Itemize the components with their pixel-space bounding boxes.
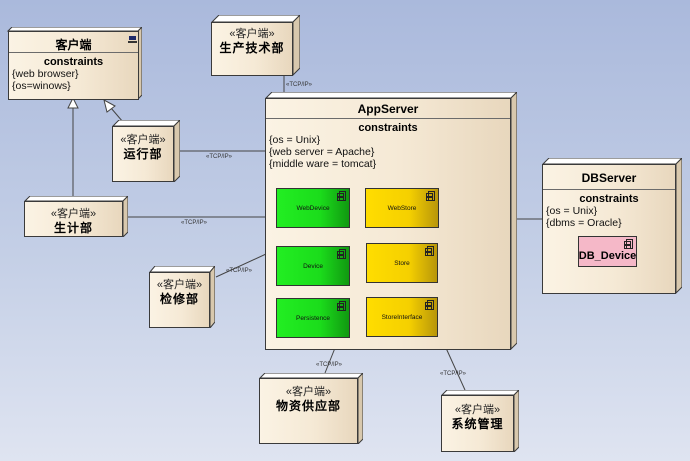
node-3d-frame <box>441 390 519 452</box>
node-supply[interactable]: «客户端» 物资供应部 <box>259 373 363 444</box>
node-title: 客户端 <box>9 32 138 53</box>
constraint-item: {dbms = Oracle} <box>546 217 622 229</box>
component-device[interactable]: Device <box>276 246 350 286</box>
component-icon <box>624 239 633 249</box>
constraints-title: constraints <box>43 56 104 68</box>
tcp-label: «TCP/IP» <box>226 268 253 274</box>
component-webstore[interactable]: WebStore <box>365 188 439 228</box>
tcp-label: «TCP/IP» <box>181 220 208 226</box>
node-operations[interactable]: «客户端» 运行部 <box>112 120 180 182</box>
component-label: WebStore <box>387 204 417 212</box>
node-name: 物资供应部 <box>275 399 341 413</box>
node-name: 系统管理 <box>451 417 504 431</box>
node-title: AppServer <box>266 99 510 119</box>
node-production-tech[interactable]: «客户端» 生产技术部 <box>210 15 300 76</box>
node-stereotype: «客户端» <box>156 279 203 291</box>
node-3d-frame <box>542 158 682 294</box>
tcp-label: «TCP/IP» <box>206 154 233 160</box>
component-icon <box>337 301 346 311</box>
constraint-item: {os=winows} <box>12 80 71 92</box>
link-supply-appserver[interactable] <box>324 347 336 374</box>
node-stereotype: «客户端» <box>120 134 166 146</box>
component-label: StoreInterface <box>381 313 423 321</box>
node-3d-frame <box>259 373 363 444</box>
component-storeinterface[interactable]: StoreInterface <box>366 297 438 337</box>
computer-icon <box>128 36 137 43</box>
constraint-item: {web browser} <box>12 68 79 80</box>
component-icon <box>337 249 346 259</box>
node-name: 生产技术部 <box>219 41 285 55</box>
constraint-item: {os = Unix} <box>269 134 321 146</box>
component-label: Persistence <box>296 314 330 322</box>
node-title: DBServer <box>543 165 675 190</box>
node-maintenance[interactable]: «客户端» 检修部 <box>149 266 215 328</box>
node-planning[interactable]: «客户端» 生计部 <box>24 196 128 237</box>
constraint-item: {middle ware = tomcat} <box>269 158 377 170</box>
component-label: Store <box>394 259 410 267</box>
link-sysadmin-appserver[interactable] <box>445 347 466 391</box>
component-icon <box>426 191 435 201</box>
component-label: DB_Device <box>578 250 637 262</box>
node-name: 检修部 <box>159 292 199 306</box>
component-webdevice[interactable]: WebDevice <box>276 188 350 228</box>
component-persistence[interactable]: Persistence <box>276 298 350 338</box>
node-stereotype: «客户端» <box>229 28 275 40</box>
node-stereotype: «客户端» <box>454 404 501 416</box>
node-name: 生计部 <box>53 221 93 235</box>
node-client[interactable]: 客户端 constraints {web browser} {os=winows… <box>4 27 142 100</box>
node-stereotype: «客户端» <box>285 386 332 398</box>
generalization-arrowhead-icon <box>67 96 79 109</box>
constraint-item: {os = Unix} <box>546 205 598 217</box>
tcp-label: «TCP/IP» <box>286 82 313 88</box>
node-dbserver[interactable]: DBServer constraints {os = Unix} {dbms =… <box>542 158 682 294</box>
tcp-label: «TCP/IP» <box>316 362 343 368</box>
component-icon <box>337 191 346 201</box>
component-label: Device <box>303 262 323 270</box>
component-store[interactable]: Store <box>366 243 438 283</box>
tcp-label: «TCP/IP» <box>440 371 467 377</box>
component-db-device[interactable]: DB_Device <box>578 236 637 267</box>
node-name: 运行部 <box>123 147 163 161</box>
node-3d-frame <box>265 92 517 350</box>
constraints-title: constraints <box>358 122 418 134</box>
node-3d-frame <box>210 15 300 76</box>
component-icon <box>425 300 434 310</box>
link-maintenance-appserver[interactable] <box>215 253 267 278</box>
constraint-item: {web server = Apache} <box>269 146 375 158</box>
node-stereotype: «客户端» <box>50 208 97 220</box>
generalization-arrowhead-icon <box>103 99 116 113</box>
node-3d-frame <box>112 120 180 182</box>
node-sysadmin[interactable]: «客户端» 系统管理 <box>441 390 519 452</box>
component-icon <box>425 246 434 256</box>
component-label: WebDevice <box>296 204 330 212</box>
constraints-title: constraints <box>579 193 639 205</box>
